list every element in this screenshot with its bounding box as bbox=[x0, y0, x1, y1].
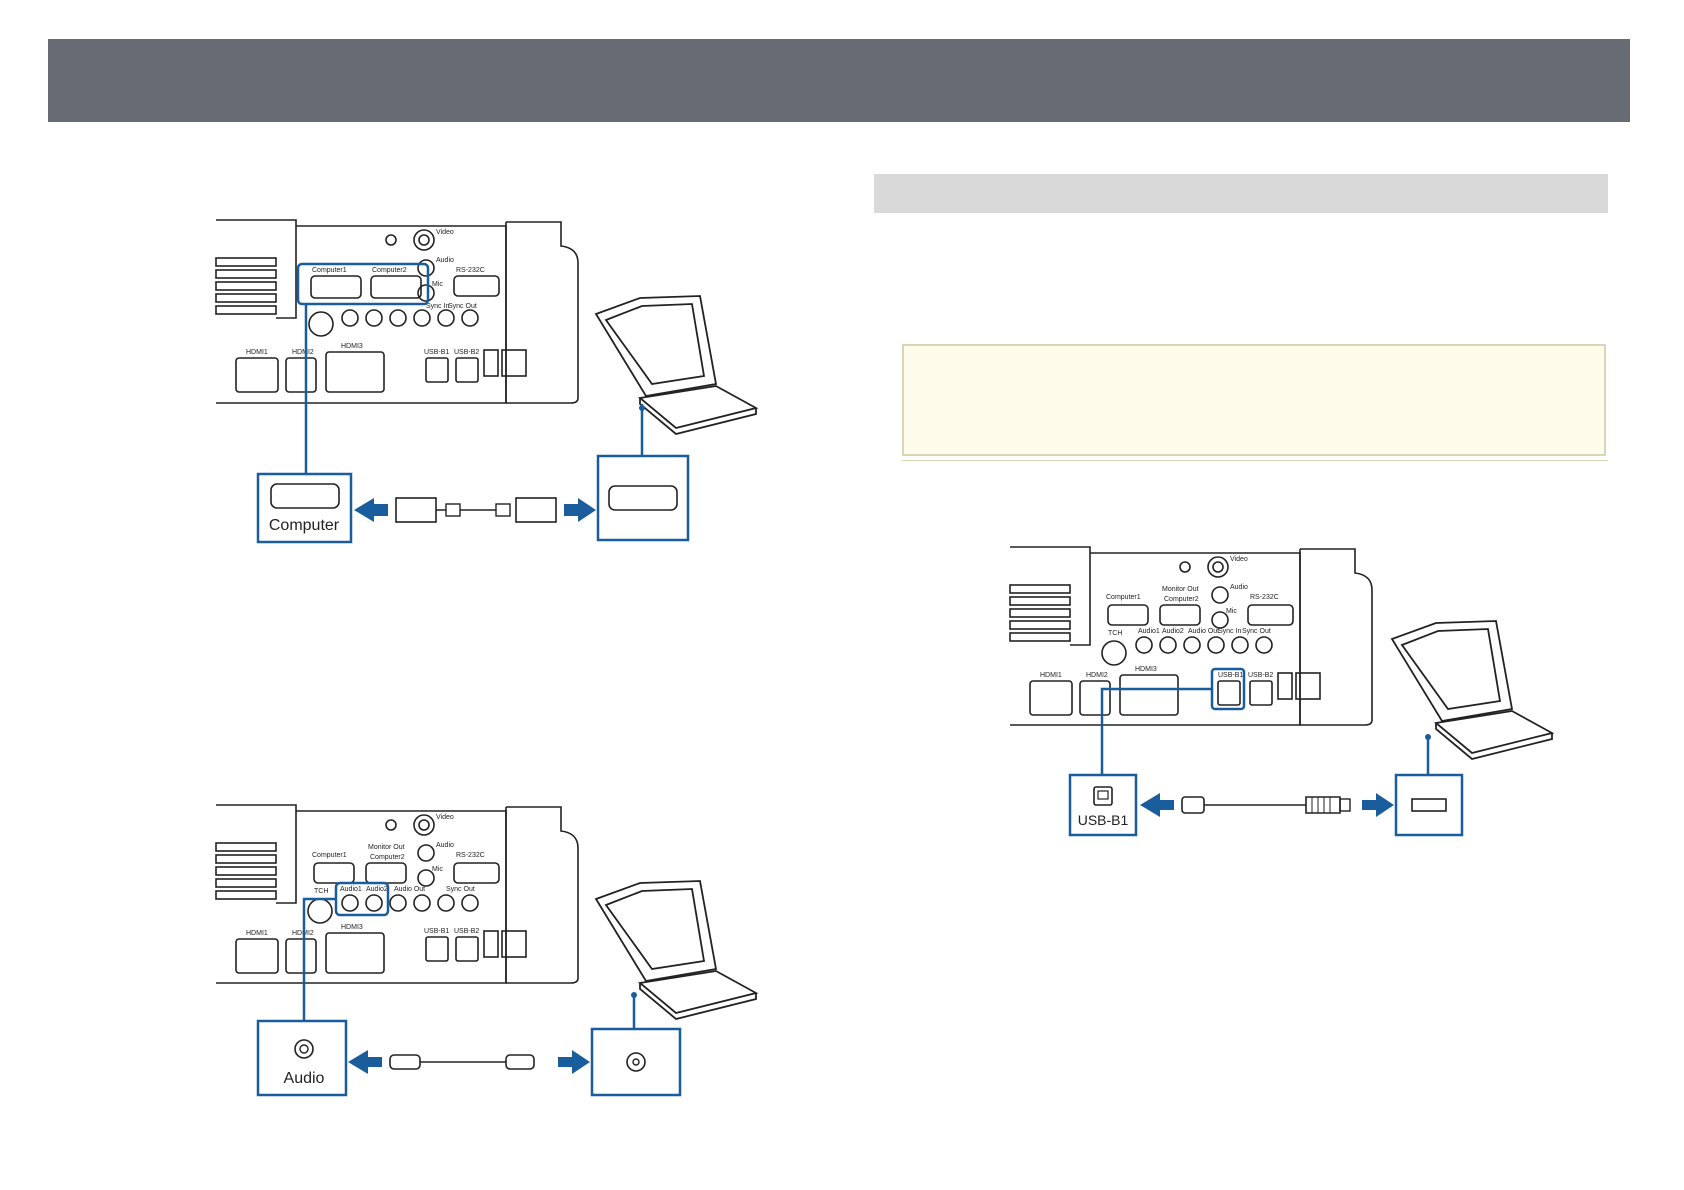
svg-text:RS-232C: RS-232C bbox=[1250, 594, 1279, 601]
svg-text:Mic: Mic bbox=[432, 866, 443, 873]
section-heading-bar bbox=[874, 174, 1608, 213]
svg-text:HDMI1: HDMI1 bbox=[246, 349, 268, 356]
svg-text:Computer1: Computer1 bbox=[1106, 594, 1141, 601]
audio-port-label: Audio bbox=[284, 1070, 325, 1087]
vent-grille bbox=[215, 257, 277, 315]
svg-text:Audio: Audio bbox=[436, 842, 454, 849]
svg-text:USB-B2: USB-B2 bbox=[1248, 672, 1273, 679]
laptop-audio-port-box bbox=[590, 1027, 682, 1097]
svg-text:Sync In: Sync In bbox=[426, 303, 449, 310]
svg-text:Mic: Mic bbox=[432, 281, 443, 288]
usb-cable bbox=[1140, 793, 1394, 817]
laptop-usb-port-box bbox=[1394, 773, 1464, 837]
usb-b-port-icon bbox=[1093, 786, 1113, 806]
svg-text:Sync Out: Sync Out bbox=[446, 886, 475, 893]
svg-text:HDMI3: HDMI3 bbox=[1135, 666, 1157, 673]
svg-text:Computer2: Computer2 bbox=[1164, 596, 1199, 603]
vga-cable bbox=[354, 497, 596, 523]
usb-a-port-icon bbox=[1411, 798, 1447, 812]
svg-text:Audio1: Audio1 bbox=[340, 886, 362, 893]
svg-text:Video: Video bbox=[436, 229, 454, 236]
svg-text:Computer2: Computer2 bbox=[372, 267, 407, 274]
computer-port-label: Computer bbox=[269, 517, 340, 534]
svg-text:Video: Video bbox=[1230, 556, 1248, 563]
svg-text:Audio2: Audio2 bbox=[1162, 628, 1184, 635]
audio-cable bbox=[348, 1050, 590, 1074]
vga-port-icon bbox=[270, 483, 340, 509]
svg-text:USB-B1: USB-B1 bbox=[1218, 672, 1243, 679]
svg-text:Computer1: Computer1 bbox=[312, 267, 347, 274]
svg-text:Video: Video bbox=[436, 814, 454, 821]
usb-b1-port-label: USB-B1 bbox=[1078, 812, 1129, 828]
note-box bbox=[902, 344, 1606, 456]
svg-text:TCH: TCH bbox=[314, 888, 328, 895]
laptop-icon bbox=[594, 295, 759, 435]
svg-text:USB-B2: USB-B2 bbox=[454, 349, 479, 356]
usb-connection-figure: Computer1 Monitor Out Computer2 Video Au… bbox=[1009, 546, 1555, 837]
svg-text:Sync In: Sync In bbox=[1218, 628, 1241, 635]
svg-text:TCH: TCH bbox=[1108, 630, 1122, 637]
audio-jack-icon bbox=[626, 1052, 646, 1072]
laptop-icon bbox=[1390, 620, 1555, 760]
audio-jack-icon bbox=[294, 1039, 314, 1059]
svg-text:Computer1: Computer1 bbox=[312, 852, 347, 859]
computer-port-highlight bbox=[296, 262, 430, 306]
svg-text:HDMI1: HDMI1 bbox=[246, 930, 268, 937]
svg-text:Audio: Audio bbox=[1230, 584, 1248, 591]
svg-text:HDMI2: HDMI2 bbox=[1086, 672, 1108, 679]
svg-text:Audio Out: Audio Out bbox=[394, 886, 425, 893]
header-bar bbox=[48, 39, 1630, 122]
svg-text:Audio: Audio bbox=[436, 257, 454, 264]
svg-text:USB-B1: USB-B1 bbox=[424, 349, 449, 356]
laptop-icon bbox=[594, 880, 759, 1020]
svg-text:HDMI2: HDMI2 bbox=[292, 349, 314, 356]
svg-text:Audio Out: Audio Out bbox=[1188, 628, 1219, 635]
svg-text:HDMI3: HDMI3 bbox=[341, 924, 363, 931]
svg-text:RS-232C: RS-232C bbox=[456, 267, 485, 274]
svg-text:Sync Out: Sync Out bbox=[448, 303, 477, 310]
svg-text:Sync Out: Sync Out bbox=[1242, 628, 1271, 635]
svg-text:Audio1: Audio1 bbox=[1138, 628, 1160, 635]
svg-text:Mic: Mic bbox=[1226, 608, 1237, 615]
svg-text:HDMI3: HDMI3 bbox=[341, 343, 363, 350]
svg-text:USB-B2: USB-B2 bbox=[454, 928, 479, 935]
computer-connection-figure: Computer1 Computer2 Video Audio Mic RS-2… bbox=[215, 219, 759, 544]
svg-text:USB-B1: USB-B1 bbox=[424, 928, 449, 935]
svg-text:Computer2: Computer2 bbox=[370, 854, 405, 861]
svg-text:Monitor Out: Monitor Out bbox=[1162, 586, 1199, 593]
vent-grille bbox=[215, 842, 277, 900]
vga-port-icon bbox=[608, 485, 678, 511]
svg-text:Monitor Out: Monitor Out bbox=[368, 844, 405, 851]
svg-text:HDMI1: HDMI1 bbox=[1040, 672, 1062, 679]
svg-text:RS-232C: RS-232C bbox=[456, 852, 485, 859]
svg-text:Audio2: Audio2 bbox=[366, 886, 388, 893]
laptop-vga-port-box bbox=[596, 454, 690, 542]
audio-connection-figure: Computer1 Monitor Out Computer2 Video Au… bbox=[215, 804, 759, 1097]
note-divider bbox=[902, 460, 1608, 461]
vent-grille bbox=[1009, 584, 1071, 642]
